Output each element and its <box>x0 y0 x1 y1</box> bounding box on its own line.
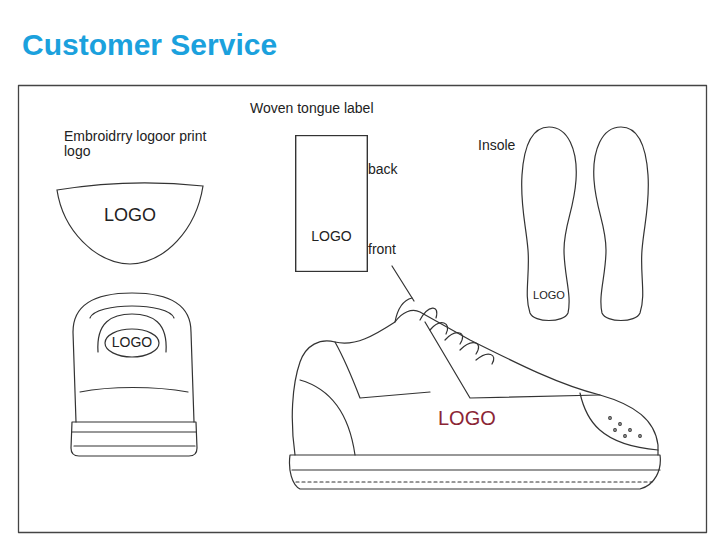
logo-type-label: Embroidrry logoor print logo <box>64 129 214 160</box>
frame <box>19 86 707 533</box>
logo-text: LOGO <box>518 289 580 301</box>
insole-outline <box>594 127 649 321</box>
page-title: Customer Service <box>22 28 277 62</box>
leader-line <box>392 266 414 301</box>
side-view-shoe <box>289 298 660 489</box>
insole-caption: Insole <box>478 138 515 153</box>
logo-text: LOGO <box>55 206 205 226</box>
logo-text: LOGO <box>104 335 160 350</box>
woven-tongue-label: LOGO <box>295 135 368 272</box>
rect-outline <box>295 135 368 272</box>
logo-patch: LOGO <box>55 180 205 266</box>
shoe-side-logo: LOGO <box>438 407 496 429</box>
side-label: back <box>368 162 398 177</box>
heel-view-shoe <box>71 293 197 456</box>
insole-with-logo: LOGO <box>518 125 580 325</box>
heel-logo-oval: LOGO <box>104 328 160 358</box>
tongue-label-caption: Woven tongue label <box>250 101 374 116</box>
side-label: front <box>368 242 396 257</box>
logo-text: LOGO <box>295 229 368 244</box>
